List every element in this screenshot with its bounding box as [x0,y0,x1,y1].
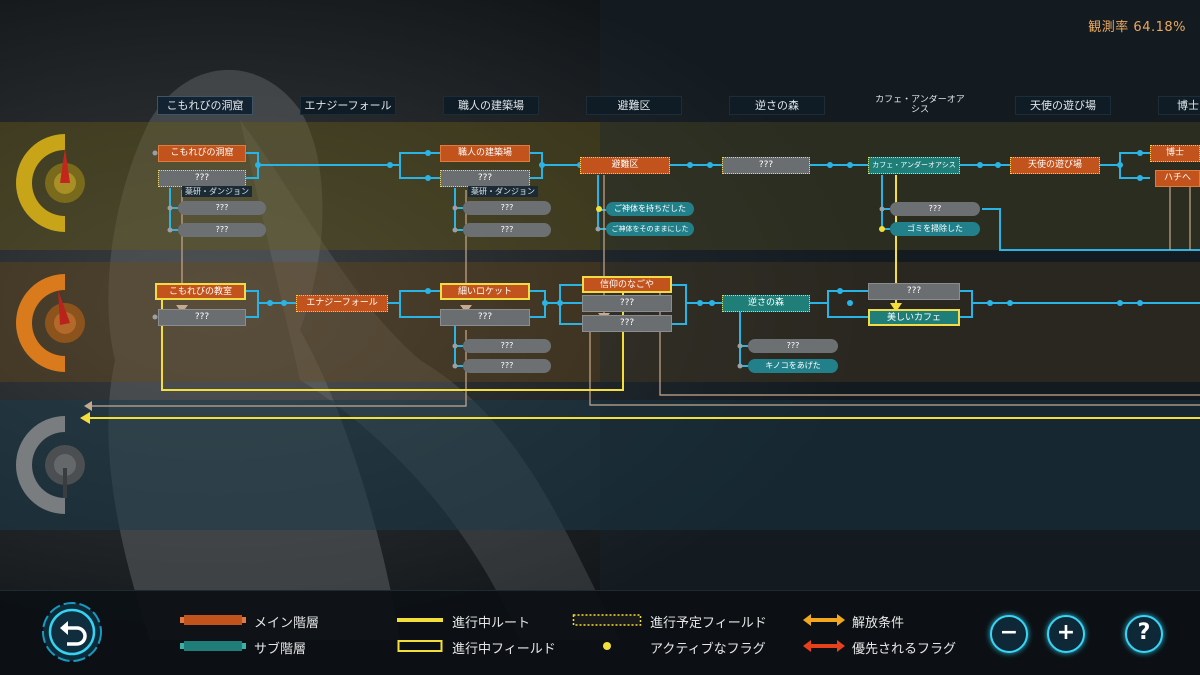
node-unknown-mid[interactable]: ??? [722,157,810,174]
column-header-forest[interactable]: 逆さの森 [729,96,825,115]
node-cafe-unknown[interactable]: ??? [868,283,960,300]
legend-planned-field: 進行予定フィールド [650,616,767,631]
priority-flag-legend-icon [803,640,845,652]
flag-cafe-2[interactable]: ゴミを掃除した [890,222,980,236]
help-button[interactable]: ? [1125,615,1163,653]
column-header-shelter[interactable]: 避難区 [586,96,682,115]
node-classroom[interactable]: こもれびの教室 [155,283,246,300]
tag-cave: 薬研・ダンジョン [182,186,252,197]
legend-release-condition: 解放条件 [852,616,905,631]
flag-forest-1[interactable]: ??? [748,339,838,353]
node-hachi[interactable]: ハチへ [1155,170,1200,187]
active-flag-legend-icon [603,642,611,650]
tag-workshop: 薬研・ダンジョン [468,186,538,197]
active-route-legend-icon [397,618,443,622]
node-cave-unknown[interactable]: ??? [158,170,246,187]
column-header-cave[interactable]: こもれびの洞窟 [157,96,253,115]
legend-main-layer: メイン階層 [254,616,320,631]
flag-shelter-2[interactable]: ご神体をそのままにした [606,222,694,236]
node-cafe2[interactable]: 美しいカフェ [868,309,960,326]
middle-layer-dial-icon [16,274,85,372]
column-header-energy[interactable]: エナジーフォール [300,96,396,115]
flag-workshop-1[interactable]: ??? [463,201,551,215]
legend-priority-flag: 優先されるフラグ [852,642,957,657]
node-energy[interactable]: エナジーフォール [296,295,388,312]
node-cafe[interactable]: カフェ・アンダーオアシス [868,157,960,174]
upper-layer-dial-icon [16,134,85,232]
planned-field-legend-icon [572,614,642,626]
legend-active-route: 進行中ルート [452,616,531,631]
node-angel[interactable]: 天使の遊び場 [1010,157,1100,174]
column-header-cafe[interactable]: カフェ・アンダーオアシス [875,95,965,115]
flag-shelter-1[interactable]: ご神体を持ちだした [606,202,694,216]
column-header-workshop[interactable]: 職人の建築場 [443,96,539,115]
node-workshop[interactable]: 職人の建築場 [440,145,530,162]
flag-rocket-1[interactable]: ??? [463,339,551,353]
flag-workshop-2[interactable]: ??? [463,223,551,237]
node-shinji-unknown-1[interactable]: ??? [582,295,672,312]
node-doctor[interactable]: 博士 [1150,145,1200,162]
flag-forest-2[interactable]: キノコをあげた [748,359,838,373]
column-header-angel[interactable]: 天使の遊び場 [1015,96,1111,115]
node-cave[interactable]: こもれびの洞窟 [158,145,246,162]
column-header-doctor[interactable]: 博士 [1158,96,1200,115]
release-condition-legend-icon [803,614,845,626]
legend-sub-layer: サブ階層 [254,642,307,657]
legend-active-flag: アクティブなフラグ [650,642,766,657]
active-field-legend-icon [397,640,443,652]
node-workshop-unknown[interactable]: ??? [440,170,530,187]
node-rocket-unknown[interactable]: ??? [440,309,530,326]
flag-cafe-1[interactable]: ??? [890,202,980,216]
zoom-out-button[interactable]: − [990,615,1028,653]
flag-rocket-2[interactable]: ??? [463,359,551,373]
node-rocket[interactable]: 細いロケット [440,283,530,300]
node-shelter[interactable]: 避難区 [580,157,670,174]
flag-cave-2[interactable]: ??? [178,223,266,237]
sub-layer-legend-icon [180,641,246,651]
zoom-in-button[interactable]: + [1047,615,1085,653]
main-layer-legend-icon [180,615,246,625]
lower-layer-dial-icon [16,416,85,514]
legend-active-field: 進行中フィールド [452,642,556,657]
back-button[interactable] [40,600,104,664]
observation-rate: 観測率 64.18% [1088,20,1186,35]
node-forest[interactable]: 逆さの森 [722,295,810,312]
node-shinji[interactable]: 信仰のなごや [582,276,672,293]
node-shinji-unknown-2[interactable]: ??? [582,315,672,332]
flag-cave-1[interactable]: ??? [178,201,266,215]
node-classroom-unknown[interactable]: ??? [158,309,246,326]
